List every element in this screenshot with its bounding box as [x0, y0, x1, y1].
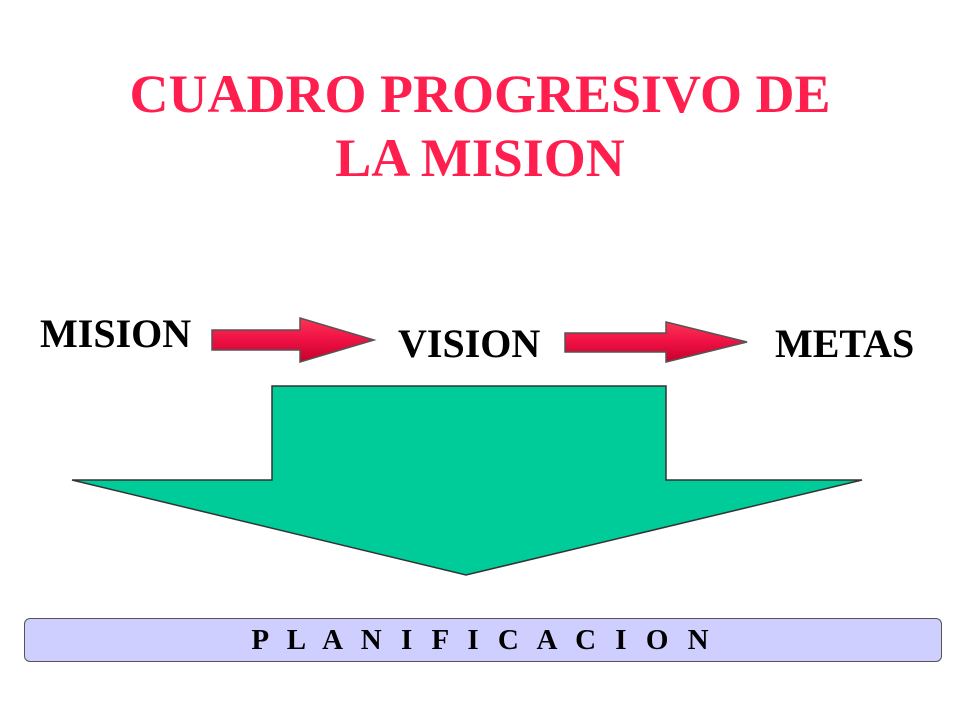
step-mision: MISION	[40, 311, 192, 356]
diagram-title: CUADRO PROGRESIVO DE LA MISION	[0, 62, 960, 190]
planificacion-bar: P L A N I F I C A C I O N	[24, 618, 942, 662]
red-arrow-icon	[211, 316, 377, 364]
title-line-2: LA MISION	[335, 128, 625, 188]
step-vision: VISION	[398, 321, 541, 366]
title-line-1: CUADRO PROGRESIVO DE	[129, 64, 831, 124]
red-arrow-icon	[564, 321, 748, 363]
green-down-arrow-icon	[71, 385, 863, 576]
planificacion-label: P L A N I F I C A C I O N	[251, 624, 715, 656]
step-metas: METAS	[775, 321, 915, 366]
